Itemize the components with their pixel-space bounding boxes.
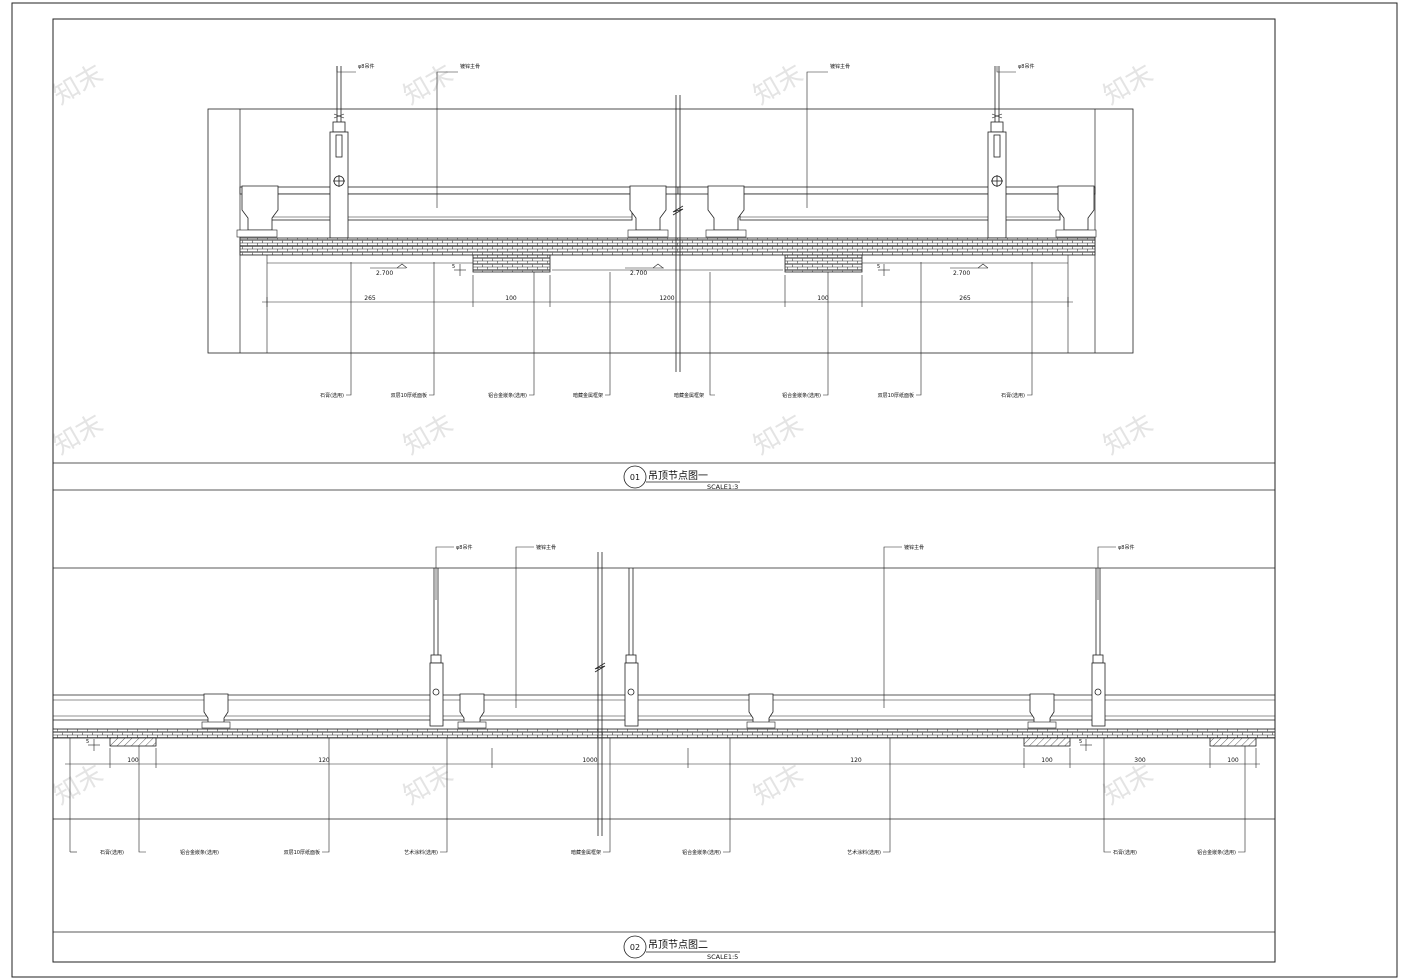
detail-2-section: 100 120 1000 120 100 300 100 5 5 φ8吊件 镀锌… <box>52 544 1276 961</box>
d2-bottom-label-3: 艺术涂料(选用) <box>404 849 438 856</box>
watermark-text: 知末 <box>749 759 809 811</box>
d2-dim-0: 100 <box>127 757 139 764</box>
watermark-text: 知末 <box>1099 59 1159 111</box>
d2-offset-0: 5 <box>86 739 89 745</box>
d2-top-label-0: φ8吊件 <box>456 544 472 551</box>
d1-bottom-label-5: 铝合金嵌条(选用) <box>782 392 821 399</box>
d1-bottom-label-1: 双层10厚纸面板 <box>391 392 427 399</box>
detail-1-title: 吊顶节点图一 <box>648 470 708 482</box>
d1-top-label-2: 镀锌主骨 <box>830 63 850 70</box>
detail-2-number: 02 <box>630 943 640 952</box>
d2-bottom-label-7: 石膏(选用) <box>1113 849 1137 856</box>
watermark-text: 知末 <box>49 59 109 111</box>
d1-bottom-label-4: 暗藏金属框架 <box>674 392 704 399</box>
d1-dim-2: 1200 <box>659 295 674 302</box>
watermark-text: 知末 <box>49 759 109 811</box>
d2-bottom-label-8: 铝合金嵌条(选用) <box>1197 849 1236 856</box>
watermark-text: 知末 <box>49 409 109 461</box>
detail-1-section: 265 100 1200 100 265 2.700 2.700 2.700 5… <box>53 63 1275 491</box>
d1-bottom-label-2: 铝合金嵌条(选用) <box>488 392 527 399</box>
d2-bottom-label-5: 铝合金嵌条(选用) <box>682 849 721 856</box>
d1-dim-0: 265 <box>364 295 376 302</box>
d2-bottom-label-2: 双层10厚纸面板 <box>284 849 320 856</box>
outer-border <box>11 2 1398 978</box>
inner-border <box>52 18 1276 963</box>
detail-2-scale: SCALE1:5 <box>707 953 738 961</box>
d2-offset-1: 5 <box>1079 739 1082 745</box>
d1-bottom-label-6: 双层10厚纸面板 <box>878 392 914 399</box>
detail-2-title: 吊顶节点图二 <box>648 939 708 951</box>
d2-dim-5: 300 <box>1134 757 1146 764</box>
d2-dim-4: 100 <box>1041 757 1053 764</box>
d2-bottom-label-0: 石膏(选用) <box>100 849 124 856</box>
d2-top-label-2: 镀锌主骨 <box>904 544 924 551</box>
d1-top-label-1: 镀锌主骨 <box>460 63 480 70</box>
d1-dim-4: 265 <box>959 295 971 302</box>
d2-dim-3: 120 <box>850 757 862 764</box>
d1-bottom-label-0: 石膏(选用) <box>320 392 344 399</box>
d2-bottom-label-4: 暗藏金属框架 <box>571 849 601 856</box>
d1-dim-1: 100 <box>505 295 517 302</box>
d1-bottom-label-7: 石膏(选用) <box>1001 392 1025 399</box>
detail-1-number-circle <box>623 465 647 489</box>
d2-dim-2: 1000 <box>582 757 597 764</box>
watermark-text: 知末 <box>1099 759 1159 811</box>
d1-top-label-3: φ8吊件 <box>1018 63 1034 70</box>
d2-dim-1: 120 <box>318 757 330 764</box>
d2-dim-6: 100 <box>1227 757 1239 764</box>
detail-2-number-circle <box>623 935 647 959</box>
d2-bottom-label-6: 艺术涂料(选用) <box>847 849 881 856</box>
d1-elev-1: 2.700 <box>630 270 647 277</box>
watermark-text: 知末 <box>749 59 809 111</box>
d1-elev-0: 2.700 <box>376 270 393 277</box>
watermark-text: 知末 <box>749 409 809 461</box>
d1-bottom-label-3: 暗藏金属框架 <box>573 392 603 399</box>
watermark-text: 知末 <box>399 759 459 811</box>
watermark-text: 知末 <box>399 59 459 111</box>
d1-offset-0: 5 <box>452 264 455 270</box>
watermark-text: 知末 <box>1099 409 1159 461</box>
d2-top-label-3: φ8吊件 <box>1118 544 1134 551</box>
detail-1-number: 01 <box>630 473 640 482</box>
watermark-text: 知末 <box>399 409 459 461</box>
d1-dim-3: 100 <box>817 295 829 302</box>
d2-top-label-1: 镀锌主骨 <box>536 544 556 551</box>
d1-offset-1: 5 <box>877 264 880 270</box>
d2-bottom-label-1: 铝合金嵌条(选用) <box>180 849 219 856</box>
d1-top-label-0: φ8吊件 <box>358 63 374 70</box>
detail-1-scale: SCALE1:3 <box>707 483 738 491</box>
d1-elev-2: 2.700 <box>953 270 970 277</box>
